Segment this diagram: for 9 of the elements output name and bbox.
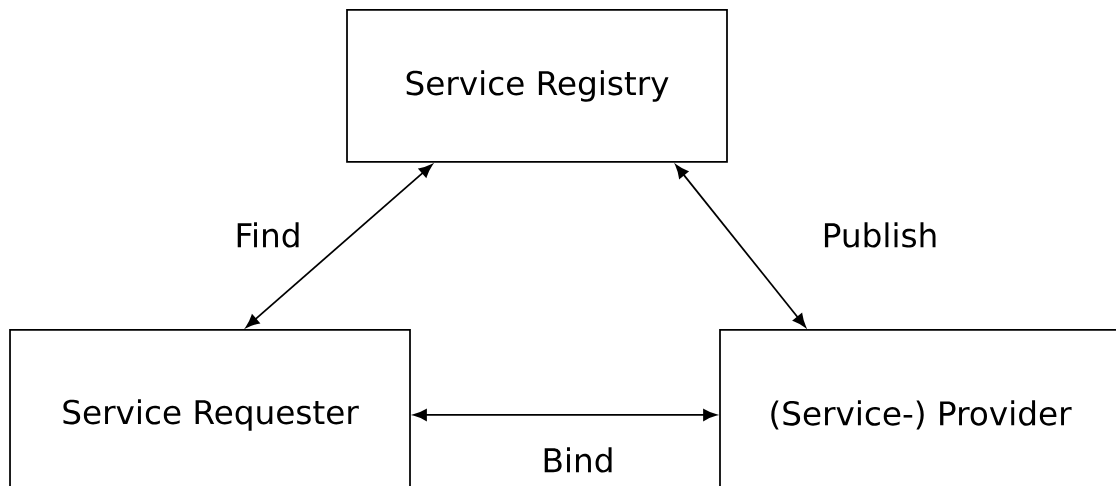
arrow bbox=[413, 409, 717, 421]
edge-label: Publish bbox=[818, 218, 942, 252]
edge-label: Find bbox=[231, 218, 305, 252]
arrow bbox=[245, 164, 433, 328]
process-box: Service Requester bbox=[9, 329, 411, 486]
process-box: (Service-) Provider bbox=[719, 329, 1116, 486]
edge-label: Bind bbox=[538, 443, 618, 477]
arrow bbox=[675, 164, 806, 328]
process-box: Service Registry bbox=[346, 9, 728, 163]
